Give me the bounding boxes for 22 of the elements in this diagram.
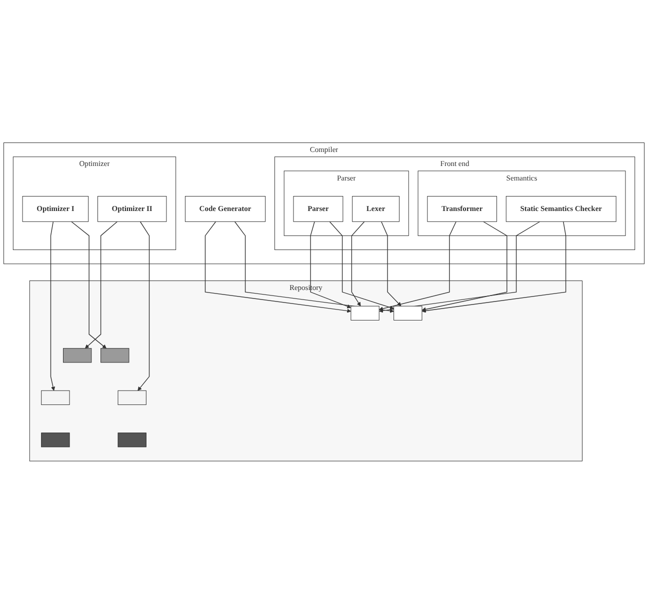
arrow <box>422 220 508 311</box>
node-box <box>41 390 70 405</box>
arrow <box>351 220 365 306</box>
arrow <box>234 220 394 312</box>
arrow <box>71 220 106 348</box>
arrow <box>204 220 352 312</box>
node-box <box>394 305 422 320</box>
node-box <box>63 348 92 362</box>
arrow <box>380 220 402 306</box>
arrow <box>50 220 56 390</box>
arrow <box>138 220 150 390</box>
node-box <box>118 390 146 405</box>
arrow <box>422 220 566 312</box>
node-box <box>350 305 380 320</box>
node-box <box>118 432 146 447</box>
arrow <box>378 220 456 310</box>
node-box <box>41 432 70 447</box>
arrow <box>84 220 118 348</box>
node-box <box>100 348 130 362</box>
arrow <box>378 220 540 312</box>
arrow <box>329 220 394 310</box>
arrow <box>310 220 352 308</box>
